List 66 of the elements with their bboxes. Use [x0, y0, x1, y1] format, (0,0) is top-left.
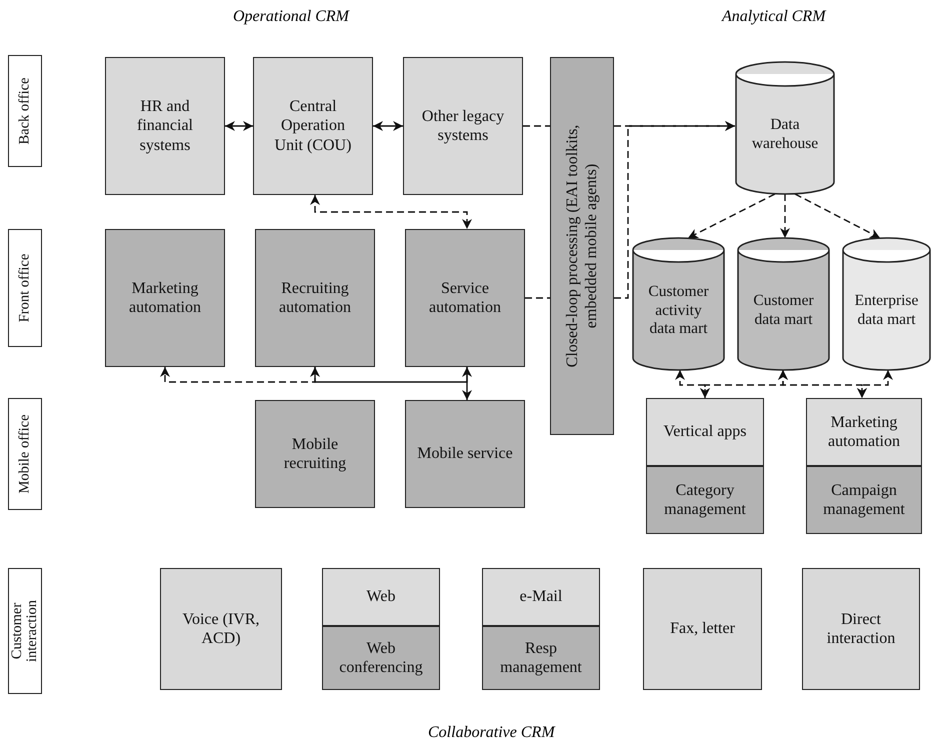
node-label: Vertical apps: [662, 422, 748, 442]
connector-arrow: [462, 367, 472, 400]
section-heading: Operational CRM: [233, 8, 349, 26]
connector-arrow: [614, 121, 735, 299]
node-label: Service automation: [428, 278, 502, 318]
node-label: Mobile service: [416, 444, 514, 464]
system-box: [405, 229, 525, 367]
system-box: [482, 626, 600, 690]
connector-arrow: [160, 367, 316, 383]
node-label: Customer activity data mart: [647, 283, 710, 339]
system-box: [646, 466, 764, 534]
system-box: [482, 568, 600, 626]
node-label: Direct interaction: [826, 610, 896, 648]
connector-arrow: [857, 370, 893, 398]
node-label: Web conferencing: [338, 638, 424, 678]
system-box: [255, 400, 375, 508]
node-label: Marketing automation: [128, 278, 202, 318]
node-label: Customer data mart: [752, 292, 815, 330]
section-heading: Collaborative CRM: [428, 724, 555, 742]
node-label: Marketing automation: [827, 412, 901, 452]
rotated-label: Mobile office: [17, 413, 33, 496]
system-box: [160, 568, 282, 690]
node-label: Data warehouse: [750, 116, 820, 154]
system-box: [806, 466, 922, 534]
row-label-box: [8, 398, 42, 510]
rotated-label: Front office: [17, 252, 33, 324]
node-label: e-Mail: [518, 587, 564, 607]
system-box: [322, 626, 440, 690]
node-label: Voice (IVR, ACD): [181, 610, 261, 648]
connector-arrow: [225, 121, 253, 131]
system-box: [322, 568, 440, 626]
node-label: Other legacy systems: [420, 106, 506, 146]
system-box: [105, 57, 225, 195]
system-box: [806, 398, 922, 466]
system-box: [253, 57, 373, 195]
connector-arrow: [310, 195, 472, 229]
node-label: HR and financial systems: [136, 97, 194, 155]
row-label-box: [8, 229, 42, 347]
row-label-box: [8, 568, 42, 694]
rotated-label: Back office: [17, 76, 33, 146]
system-box: [255, 229, 375, 367]
rotated-label: Closed-loop processing (EAI toolkits, embedded mobile agents): [562, 124, 601, 370]
node-label: Mobile recruiting: [282, 434, 348, 474]
node-label: Category management: [663, 480, 747, 520]
section-heading: Analytical CRM: [722, 8, 826, 26]
system-box: [405, 400, 525, 508]
node-label: Web: [366, 587, 396, 607]
connector-arrow: [794, 193, 880, 239]
system-box: [403, 57, 523, 195]
connector-arrow: [780, 194, 790, 238]
node-label: Enterprise data mart: [854, 292, 920, 330]
system-box: [802, 568, 920, 690]
node-label: Fax, letter: [669, 619, 736, 639]
connector-arrow: [373, 121, 403, 131]
node-label: Resp management: [499, 638, 583, 678]
system-box: [646, 398, 764, 466]
processing-bar: [550, 57, 614, 435]
node-label: Central Operation Unit (COU): [274, 97, 352, 155]
connector-arrow: [310, 367, 468, 383]
connector-arrow: [688, 193, 776, 239]
system-box: [105, 229, 225, 367]
system-box: [643, 568, 762, 690]
node-label: Campaign management: [822, 480, 906, 520]
node-label: Recruiting automation: [278, 278, 352, 318]
rotated-label: Customer interaction: [10, 599, 40, 664]
row-label-box: [8, 55, 42, 167]
